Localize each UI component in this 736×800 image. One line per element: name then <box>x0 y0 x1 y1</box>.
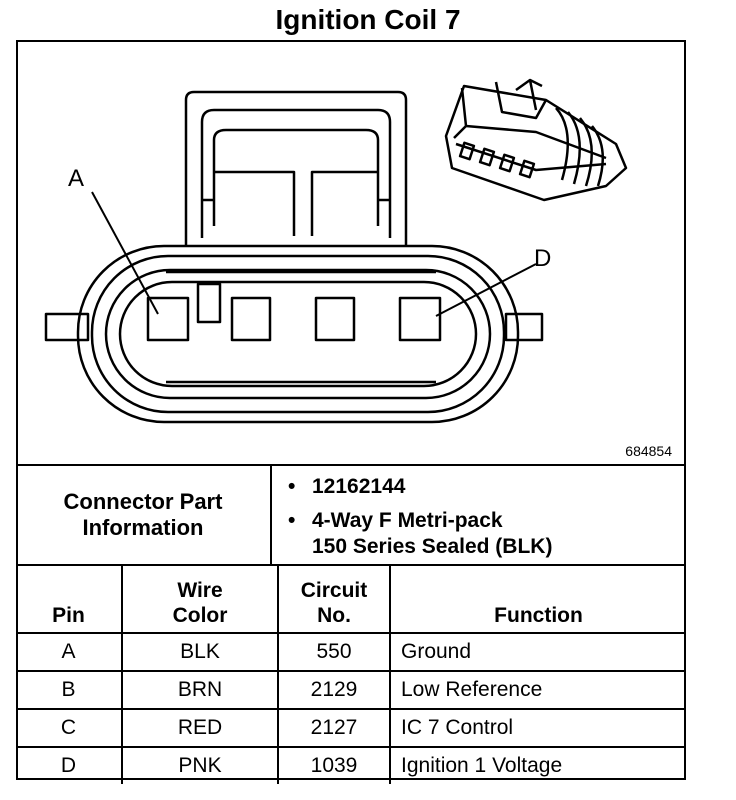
connector-drawing: A D 684854 <box>44 78 672 459</box>
pin-cell: A <box>16 632 123 672</box>
connector-type-line: 4-Way F Metri-pack <box>312 509 503 532</box>
connector-perspective-icon <box>444 78 628 202</box>
header-pin-label: Pin <box>52 604 85 627</box>
pin-cavity-d <box>398 296 442 342</box>
header-function-label: Function <box>494 604 583 627</box>
circuit-cell: 550 <box>277 632 391 672</box>
pin-table: Pin Wire Color Circuit No. Function A BL… <box>16 566 686 784</box>
pin-table-header-row: Pin Wire Color Circuit No. Function <box>16 566 686 634</box>
function-cell: Ground <box>389 632 686 672</box>
keying-slot <box>196 282 222 324</box>
connector-info-item: 12162144 <box>288 474 686 500</box>
left-side-tab <box>44 312 90 342</box>
page-title: Ignition Coil 7 <box>275 4 461 35</box>
leader-line-a <box>91 191 159 315</box>
right-side-tab <box>504 312 544 342</box>
connector-info-label-line: Information <box>82 515 204 540</box>
connector-type-line: 150 Series Sealed (BLK) <box>312 535 553 558</box>
connector-info-label: Connector Part Information <box>16 466 272 564</box>
leader-line-d <box>435 263 537 317</box>
connector-part-information: Connector Part Information 12162144 4-Wa… <box>16 464 686 566</box>
part-number: 12162144 <box>312 475 406 498</box>
pin-cavity-c <box>314 296 356 342</box>
circuit-cell: 2127 <box>277 708 391 748</box>
function-cell: IC 7 Control <box>389 708 686 748</box>
connector-diagram: A D 684854 <box>16 40 686 464</box>
header-circuit-line: No. <box>317 604 351 627</box>
wire-color-cell: BRN <box>121 670 279 710</box>
table-row: C RED 2127 IC 7 Control <box>16 708 686 748</box>
callout-d: D <box>534 245 551 272</box>
function-cell: Low Reference <box>389 670 686 710</box>
connector-info-item: 4-Way F Metri-pack 150 Series Sealed (BL… <box>288 508 686 560</box>
connector-body-outer <box>76 244 520 424</box>
header-wire-color-line: Wire <box>177 579 223 602</box>
header-wire-color-line: Color <box>172 604 228 627</box>
table-row: A BLK 550 Ground <box>16 632 686 672</box>
circuit-cell: 2129 <box>277 670 391 710</box>
table-row: B BRN 2129 Low Reference <box>16 670 686 710</box>
connector-latch <box>184 90 408 246</box>
header-circuit-line: Circuit <box>300 579 368 602</box>
function-cell: Ignition 1 Voltage <box>389 746 686 784</box>
pin-cell: D <box>16 746 123 784</box>
pin-cell: B <box>16 670 123 710</box>
header-pin: Pin <box>16 566 123 634</box>
pin-cavity-b <box>230 296 272 342</box>
wire-color-cell: RED <box>121 708 279 748</box>
pin-cell: C <box>16 708 123 748</box>
wire-color-cell: PNK <box>121 746 279 784</box>
figure-number: 684854 <box>625 443 672 459</box>
connector-info-list: 12162144 4-Way F Metri-pack 150 Series S… <box>272 466 686 564</box>
header-function: Function <box>389 566 686 634</box>
connector-info-label-line: Connector Part <box>63 489 223 514</box>
table-row: D PNK 1039 Ignition 1 Voltage <box>16 746 686 784</box>
callout-a: A <box>68 165 84 192</box>
wire-color-cell: BLK <box>121 632 279 672</box>
header-wire-color: Wire Color <box>121 566 279 634</box>
pin-cavity-a <box>146 296 190 342</box>
header-circuit: Circuit No. <box>277 566 391 634</box>
circuit-cell: 1039 <box>277 746 391 784</box>
